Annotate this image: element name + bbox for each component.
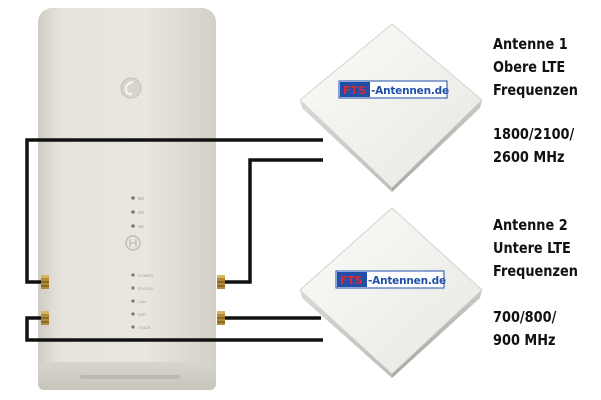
caption-line: Frequenzen <box>493 262 578 280</box>
antenna-2-band-caption: 700/800/ 900 MHz <box>493 306 556 352</box>
caption-line: Antenne 2 <box>493 216 568 234</box>
sma-connector-icon <box>41 275 49 289</box>
caption-line: Untere LTE <box>493 239 571 257</box>
led-power-icon <box>131 273 135 277</box>
antenna-1: FTS -Antennen.de <box>299 23 483 192</box>
led-5g-icon <box>131 196 135 200</box>
caption-line: 700/800/ <box>493 308 557 326</box>
antenna-cables <box>25 138 323 342</box>
led-status-icon <box>131 286 135 290</box>
antenna-1-left-side <box>300 100 392 192</box>
led-label: VOICE <box>138 325 151 330</box>
cable-antenna-1-div <box>221 158 323 284</box>
svg-text:-Antennen.de: -Antennen.de <box>368 275 446 287</box>
led-lan-icon <box>131 299 135 303</box>
antenna-1-brand-logo: FTS -Antennen.de <box>338 80 449 99</box>
antenna-2: FTS -Antennen.de <box>299 207 483 378</box>
caption-line: Frequenzen <box>493 81 578 99</box>
led-voice-icon <box>131 325 135 329</box>
svg-text:FTS: FTS <box>343 84 366 97</box>
led-label: STATUS <box>138 286 154 291</box>
svg-text:-Antennen.de: -Antennen.de <box>371 85 449 97</box>
antenna-2-right-side <box>392 290 482 378</box>
sma-connector-icon <box>217 275 225 289</box>
led-label: WIFI <box>138 312 146 317</box>
led-label: 3G <box>138 224 145 229</box>
caption-line: Obere LTE <box>493 58 566 76</box>
antenna-1-right-side <box>392 100 482 192</box>
caption-line: 2600 MHz <box>493 148 565 166</box>
cable-antenna-1-main <box>25 138 323 284</box>
led-label: LAN <box>138 299 146 304</box>
antenna-1-band-caption: 1800/2100/ 2600 MHz <box>493 123 574 169</box>
router-logo-icon <box>120 77 142 99</box>
svg-text:FTS: FTS <box>340 274 363 287</box>
antenna-2-brand-logo: FTS -Antennen.de <box>335 270 446 289</box>
sma-connector-icon <box>217 311 225 325</box>
antenna-1-caption: Antenne 1 Obere LTE Frequenzen <box>493 33 578 102</box>
router-home-button-icon <box>125 235 141 251</box>
led-label: POWER <box>138 273 153 278</box>
caption-line: 900 MHz <box>493 331 556 349</box>
led-3g-icon <box>131 224 135 228</box>
sma-connector-icon <box>41 311 49 325</box>
caption-line: 1800/2100/ <box>493 125 575 143</box>
led-wifi-icon <box>131 312 135 316</box>
router: 5G 4G 3G POWER STATUS LAN WIFI VOICE <box>38 8 216 390</box>
router-vent <box>80 375 180 379</box>
led-4g-icon <box>131 210 135 214</box>
led-label: 4G <box>138 210 145 215</box>
router-body <box>38 8 216 388</box>
antenna-2-top-face <box>299 207 483 375</box>
router-status-leds-top: 5G 4G 3G <box>131 196 145 229</box>
router-status-leds-bottom: POWER STATUS LAN WIFI VOICE <box>131 273 154 330</box>
antenna-2-caption: Antenne 2 Untere LTE Frequenzen <box>493 214 578 283</box>
cable-antenna-2-main <box>25 316 323 342</box>
antenna-1-top-face <box>299 23 483 189</box>
antenna-2-left-side <box>300 290 392 378</box>
led-label: 5G <box>138 196 145 201</box>
caption-line: Antenne 1 <box>493 35 568 53</box>
